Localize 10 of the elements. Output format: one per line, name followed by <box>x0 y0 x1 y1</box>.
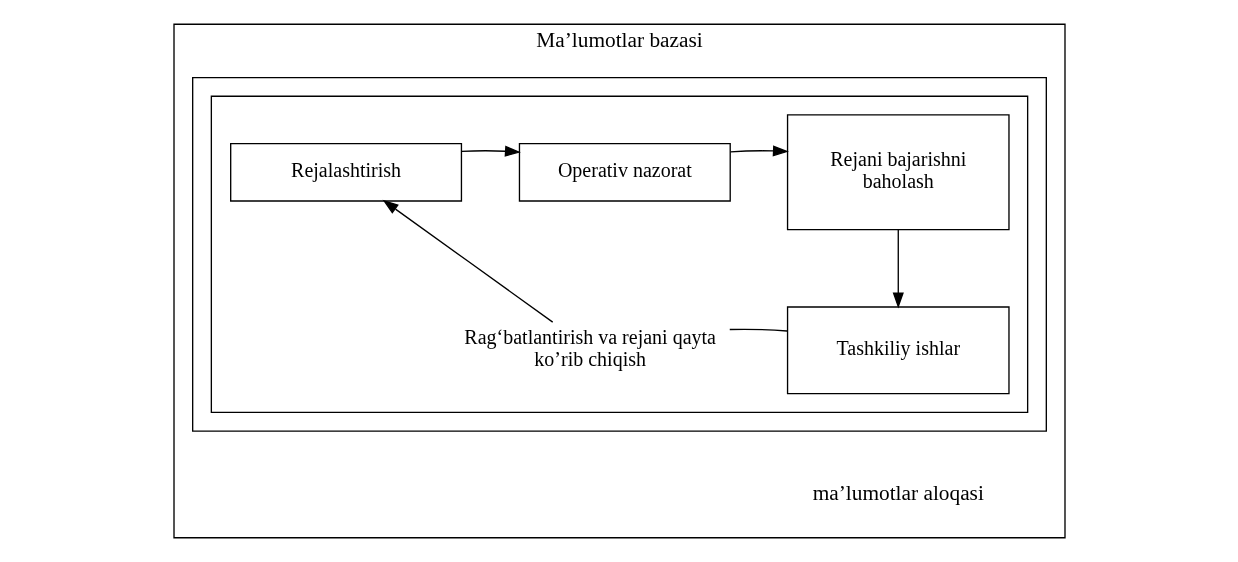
connector <box>728 328 788 332</box>
arrow <box>729 145 789 157</box>
arrow <box>892 229 904 309</box>
arrow <box>460 145 521 157</box>
arrow <box>382 199 553 323</box>
node-box: Rejani bajarishni baholash <box>786 114 1010 231</box>
node-box: Rejalashtirish <box>229 142 462 202</box>
node-box: Operativ nazorat <box>518 142 731 202</box>
node-text: Rag‘batlantirish va rejani qayta ko’rib chiqish <box>463 325 716 371</box>
node-box: Tashkiliy ishlar <box>786 306 1010 395</box>
